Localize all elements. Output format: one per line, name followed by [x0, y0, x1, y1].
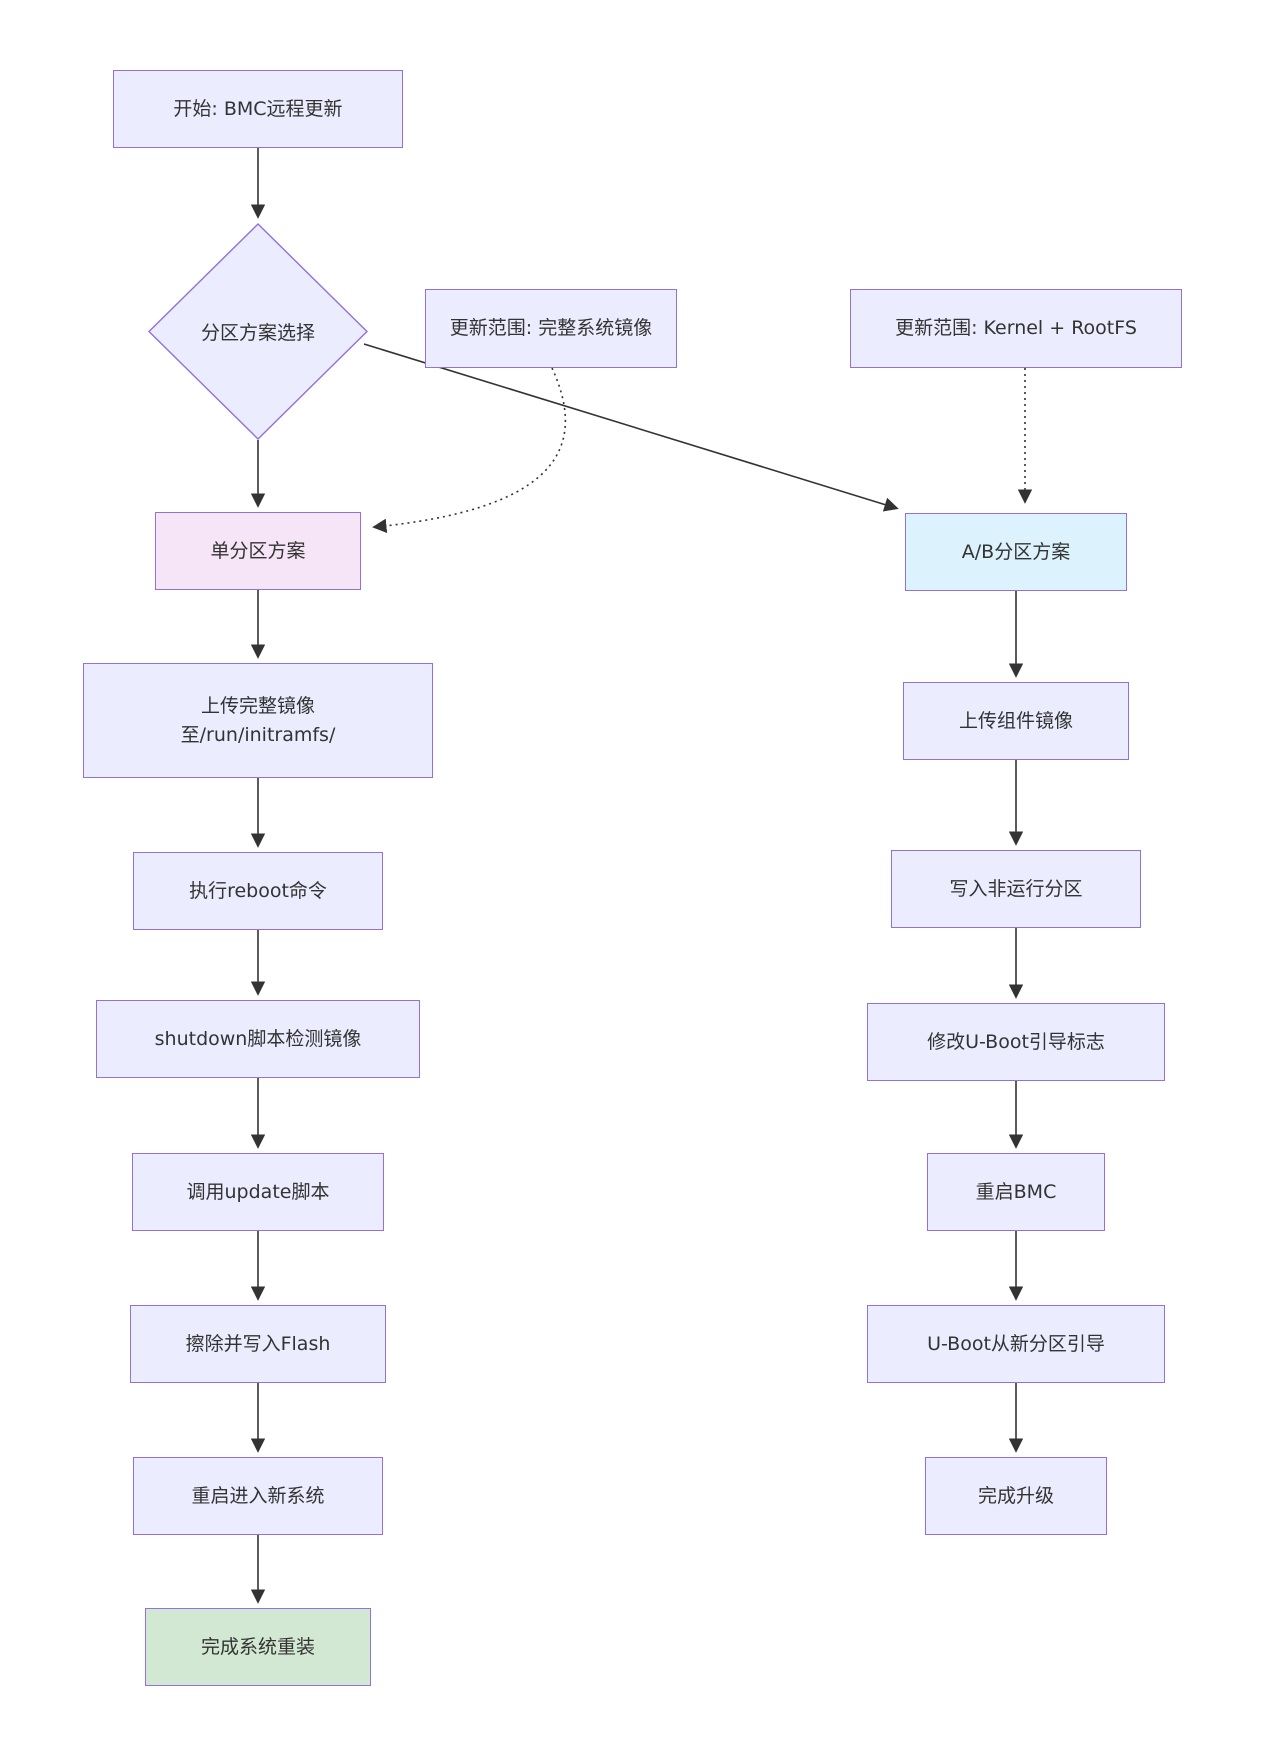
node-upload-component: 上传组件镜像 — [903, 682, 1129, 760]
node-modify-uboot-flag: 修改U-Boot引导标志 — [867, 1003, 1165, 1081]
node-complete-upgrade: 完成升级 — [925, 1457, 1107, 1535]
node-ab-partition-label: A/B分区方案 — [961, 540, 1071, 563]
node-upload-full-image: 上传完整镜像 至/run/initramfs/ — [83, 663, 433, 778]
decision-diamond-shape — [148, 223, 368, 440]
node-exec-reboot: 执行reboot命令 — [133, 852, 383, 930]
note-kernel-rootfs-scope-label: 更新范围: Kernel + RootFS — [895, 317, 1137, 340]
node-shutdown-check-label: shutdown脚本检测镜像 — [154, 1027, 362, 1050]
node-reboot-bmc: 重启BMC — [927, 1153, 1105, 1231]
node-reboot-bmc-label: 重启BMC — [975, 1180, 1057, 1203]
note-full-image-scope: 更新范围: 完整系统镜像 — [425, 289, 677, 368]
node-complete-reinstall-label: 完成系统重装 — [200, 1635, 315, 1658]
note-full-image-scope-label: 更新范围: 完整系统镜像 — [449, 317, 653, 340]
node-modify-uboot-flag-label: 修改U-Boot引导标志 — [927, 1030, 1105, 1053]
node-ab-partition: A/B分区方案 — [905, 513, 1127, 591]
node-call-update-script-label: 调用update脚本 — [186, 1180, 330, 1203]
node-write-inactive-partition-label: 写入非运行分区 — [949, 877, 1083, 900]
node-upload-full-image-line2: 至/run/initramfs/ — [180, 723, 336, 746]
node-call-update-script: 调用update脚本 — [132, 1153, 384, 1231]
node-start: 开始: BMC远程更新 — [113, 70, 403, 148]
node-reboot-new-system: 重启进入新系统 — [133, 1457, 383, 1535]
node-start-label: 开始: BMC远程更新 — [173, 97, 343, 120]
edge-note-full-scope-to-single — [372, 367, 567, 534]
edge-choice-to-ab — [363, 343, 899, 512]
node-uboot-boot-new-partition: U-Boot从新分区引导 — [867, 1305, 1165, 1383]
node-single-partition: 单分区方案 — [155, 512, 361, 590]
node-erase-write-flash: 擦除并写入Flash — [130, 1305, 386, 1383]
node-complete-reinstall: 完成系统重装 — [145, 1608, 371, 1686]
node-exec-reboot-label: 执行reboot命令 — [189, 879, 327, 902]
node-upload-full-image-line1: 上传完整镜像 — [200, 695, 315, 717]
node-erase-write-flash-label: 擦除并写入Flash — [185, 1332, 331, 1355]
node-reboot-new-system-label: 重启进入新系统 — [191, 1484, 325, 1507]
node-partition-choice: 分区方案选择 — [148, 303, 368, 359]
node-partition-choice-label: 分区方案选择 — [200, 321, 315, 344]
node-shutdown-check: shutdown脚本检测镜像 — [96, 1000, 420, 1078]
node-single-partition-label: 单分区方案 — [210, 539, 306, 562]
node-upload-component-label: 上传组件镜像 — [958, 709, 1073, 732]
node-write-inactive-partition: 写入非运行分区 — [891, 850, 1141, 928]
note-kernel-rootfs-scope: 更新范围: Kernel + RootFS — [850, 289, 1182, 368]
node-complete-upgrade-label: 完成升级 — [977, 1484, 1054, 1507]
node-uboot-boot-new-partition-label: U-Boot从新分区引导 — [927, 1332, 1105, 1355]
